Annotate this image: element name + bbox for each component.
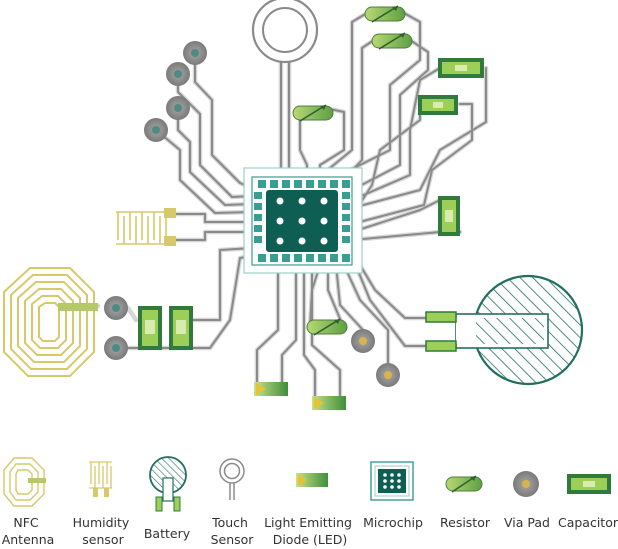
via-pad-icon — [513, 471, 539, 497]
led-icon — [296, 473, 328, 487]
via-pad — [144, 118, 168, 142]
battery — [425, 274, 584, 386]
via-pad-label: Via Pad — [504, 515, 550, 530]
via-pad — [183, 41, 207, 65]
via-pad — [104, 296, 128, 320]
nfc-antenna-icon — [3, 457, 46, 507]
capacitor-label: Capacitor — [558, 515, 618, 530]
via-pads — [104, 41, 400, 387]
capacitor — [169, 306, 193, 350]
capacitor — [438, 58, 484, 78]
legend: NFC Antenna Humidity sensor Battery Touc… — [2, 456, 618, 547]
via-pad — [351, 329, 375, 353]
touch-sensor-label: Touch Sensor — [211, 515, 255, 547]
resistor — [292, 104, 334, 122]
via-pad — [166, 62, 190, 86]
capacitor — [418, 95, 458, 115]
microchip-label: Microchip — [363, 515, 423, 530]
battery-label: Battery — [144, 526, 191, 541]
led-label: Light Emitting Diode (LED) — [264, 515, 356, 547]
resistor — [364, 5, 406, 23]
microchip — [243, 167, 363, 274]
touch-sensor — [251, 0, 319, 64]
led — [312, 396, 346, 410]
capacitor — [438, 196, 460, 236]
resistor — [306, 318, 348, 336]
via-pad — [376, 363, 400, 387]
led — [254, 382, 288, 396]
nfc-antenna — [3, 267, 98, 377]
capacitors — [138, 58, 484, 350]
resistor — [371, 32, 413, 50]
nfc-antenna-label: NFC Antenna — [2, 515, 55, 547]
resistors — [292, 5, 413, 336]
battery-icon — [149, 456, 187, 512]
via-pad — [104, 336, 128, 360]
microchip-icon — [370, 461, 414, 501]
humidity-sensor — [116, 208, 176, 246]
leds — [254, 382, 346, 410]
humidity-sensor-label: Humidity sensor — [73, 515, 134, 547]
resistor-label: Resistor — [440, 515, 491, 530]
resistor-icon — [445, 475, 483, 493]
capacitor-icon — [567, 474, 611, 494]
humidity-icon — [89, 461, 112, 497]
via-pad — [166, 96, 190, 120]
capacitor — [138, 306, 162, 350]
touch-sensor-icon — [219, 458, 245, 500]
